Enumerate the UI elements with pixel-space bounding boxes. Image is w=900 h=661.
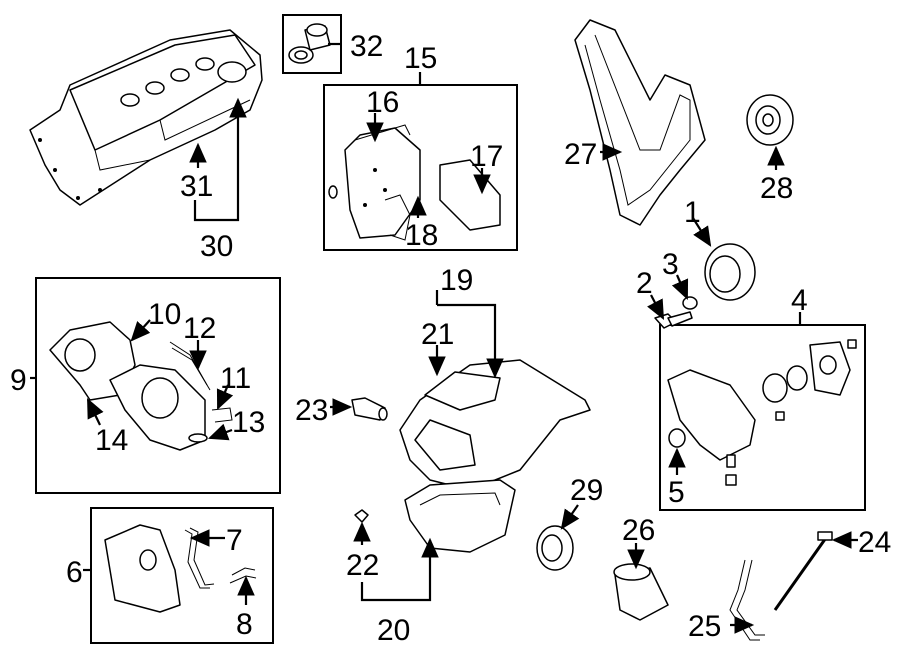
drain-plug: [354, 509, 369, 523]
oil-filler-cap: [288, 23, 331, 64]
callout-31: 31: [180, 170, 213, 203]
callout-23: 23: [295, 394, 328, 427]
callout-20: 20: [377, 614, 410, 647]
callout-1: 1: [684, 196, 701, 229]
callout-labels: 1 2 3 4 5 6 7 8 9 10 11 12 13 14 15 16 1…: [10, 30, 891, 647]
callout-5: 5: [668, 476, 685, 509]
callout-15: 15: [404, 42, 437, 75]
callout-26: 26: [622, 514, 655, 547]
box-oil-pump: [659, 324, 866, 511]
callout-10: 10: [148, 298, 181, 331]
callout-29: 29: [570, 474, 603, 507]
callout-16: 16: [366, 86, 399, 119]
valve-cover: [29, 29, 263, 206]
callout-17: 17: [470, 140, 503, 173]
callout-21: 21: [421, 318, 454, 351]
callout-11: 11: [220, 362, 251, 395]
oil-pressure-sensor: [351, 397, 388, 421]
callout-13: 13: [232, 406, 265, 439]
callout-19: 19: [440, 264, 473, 297]
callout-9: 9: [10, 364, 27, 397]
callout-28: 28: [760, 172, 793, 205]
callout-4: 4: [791, 284, 808, 317]
upper-oil-pan: [399, 359, 591, 491]
callout-12: 12: [183, 312, 216, 345]
upper-timing-cover: [49, 321, 233, 451]
timing-belt: [574, 19, 706, 226]
box-oil-cap: [282, 14, 342, 74]
dipstick: [773, 531, 833, 611]
callout-32: 32: [350, 30, 383, 63]
cam-sprocket: [746, 94, 794, 146]
callout-14: 14: [95, 424, 128, 457]
lower-oil-pan: [404, 479, 516, 553]
lower-timing-cover: [104, 524, 257, 613]
box-lower-cover: [90, 507, 274, 644]
callout-6: 6: [66, 556, 83, 589]
pulley-washer: [682, 296, 698, 310]
oil-seal: [536, 525, 574, 571]
oil-filter: [613, 563, 669, 621]
callout-24: 24: [858, 526, 891, 559]
callout-8: 8: [236, 608, 253, 641]
callout-3: 3: [662, 248, 679, 281]
callout-22: 22: [346, 549, 379, 582]
callout-18: 18: [405, 219, 438, 252]
box-timing-cover: [35, 277, 281, 494]
callout-30: 30: [200, 230, 233, 263]
crank-pulley: [704, 243, 756, 301]
callout-2: 2: [636, 267, 653, 300]
callout-7: 7: [226, 524, 243, 557]
callout-25: 25: [688, 610, 721, 643]
oil-pump-assembly: [667, 339, 857, 486]
dipstick-tube: [729, 559, 765, 641]
leader-lines: [30, 42, 858, 634]
callout-27: 27: [564, 138, 597, 171]
